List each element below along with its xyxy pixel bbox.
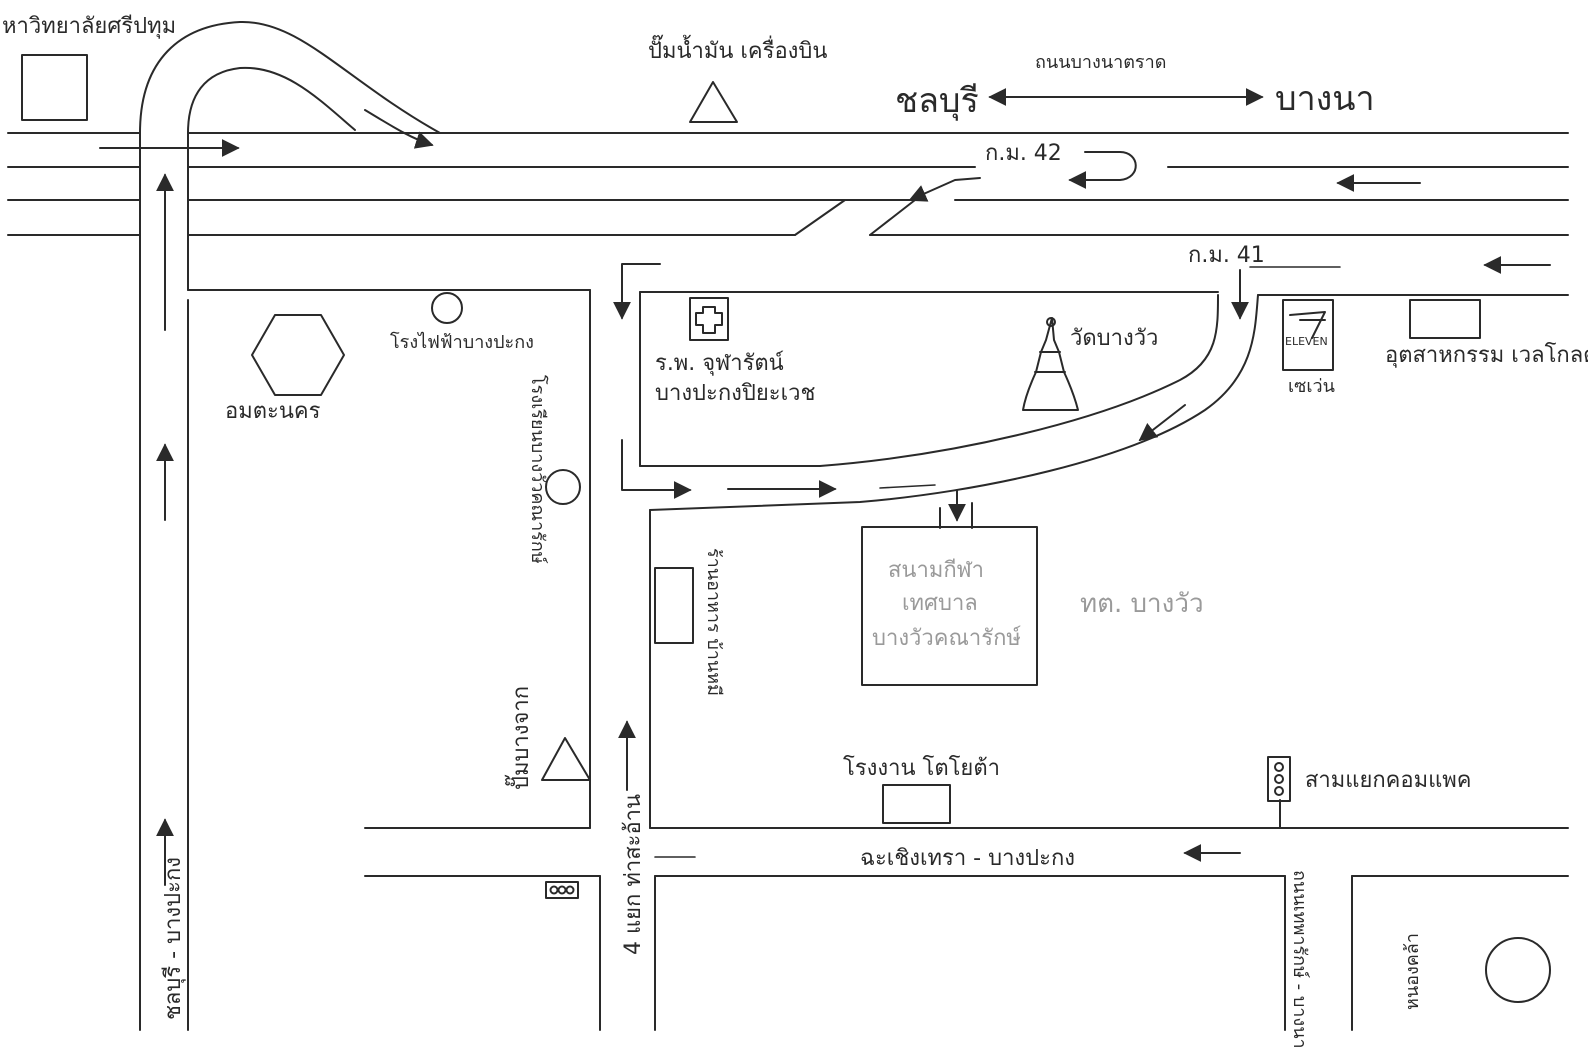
hospital-label-2: บางปะกงปิยะเวช <box>655 381 815 406</box>
sam-yaek-label: สามแยกคอมแพค <box>1305 768 1472 793</box>
bangchak-triangle-icon <box>541 737 591 781</box>
school-circle-icon <box>545 469 581 505</box>
university-square-icon <box>21 54 88 121</box>
shop-rect-icon <box>654 567 694 644</box>
toyota-rect-icon <box>882 784 951 824</box>
bangchak-label: ปั๊มบางจาก <box>504 686 534 790</box>
nong-khla-label: หนองคล้า <box>1402 933 1423 1010</box>
stadium-rect-icon <box>861 526 1038 686</box>
temple-label: วัดบางวัว <box>1070 326 1158 351</box>
road-chachoengsao-label: ฉะเชิงเทรา - บางปะกง <box>860 846 1075 871</box>
road-bangna-trat-label: ถนนบางนาตราด <box>1035 52 1166 73</box>
school-label: โรงเรียนบางวัวคณารักษ์ <box>527 375 549 564</box>
temple-stupa-icon <box>1022 317 1079 411</box>
hospital-label-1: ร.พ. จุฬารัตน์ <box>655 351 784 376</box>
wellgrow-square-icon <box>1409 299 1481 339</box>
secondary-roads <box>187 289 1569 1031</box>
highway-bangna-trat <box>7 132 1569 236</box>
seven-eleven-th-label: เซเว่น <box>1288 376 1335 397</box>
km41-label: ก.ม. 41 <box>1188 243 1265 268</box>
seven-eleven-text: ELEVEN <box>1285 335 1328 348</box>
toyota-label: โรงงาน โตโยต้า <box>843 755 1000 781</box>
power-plant-label: โรงไฟฟ้าบางปะกง <box>390 331 534 353</box>
university-label: หาวิทยาลัยศรีปทุม <box>2 14 176 39</box>
hospital-cross-icon <box>689 297 729 341</box>
road-chonburi-bangphra <box>139 20 441 1031</box>
direction-arrows <box>99 88 1551 886</box>
chonburi-label: ชลบุรี <box>895 81 979 121</box>
stadium-label-3: บางวัวคณารักษ์ <box>872 626 1021 651</box>
wellgrow-label: อุตสาหกรรม เวลโกลด์ <box>1385 342 1588 368</box>
bangna-label: บางนา <box>1275 79 1375 119</box>
four-yaek-label: 4 แยก ท่าสะอ้าน <box>621 794 646 955</box>
nong-khla-circle-icon <box>1485 937 1551 1003</box>
road-chonburi-bangpakong-label: ชลบุรี - บางปะกง <box>161 857 186 1020</box>
power-plant-circle-icon <box>431 292 463 324</box>
traffic-light-icon <box>1267 756 1291 802</box>
road-vertical-right-label: ถนนเทพารักษ์ - บางนา <box>1289 870 1310 1049</box>
km42-label: ก.ม. 42 <box>985 141 1062 166</box>
traffic-light-icon-2 <box>545 881 579 899</box>
shop-label: ร้านอาหาร บ้านหมี <box>703 548 724 696</box>
gas-station-triangle-icon <box>689 81 738 123</box>
gas-airplane-label: ปั๊มน้ำมัน เครื่องบิน <box>648 34 827 64</box>
stadium-label-1: สนามกีฬา <box>888 558 984 583</box>
seven-eleven-icon <box>1282 299 1334 371</box>
stadium-label-2: เทศบาล <box>902 591 978 616</box>
amata-label: อมตะนคร <box>225 399 321 424</box>
municipality-label: ทต. บางวัว <box>1080 589 1204 619</box>
amata-hexagon-icon <box>251 314 345 396</box>
